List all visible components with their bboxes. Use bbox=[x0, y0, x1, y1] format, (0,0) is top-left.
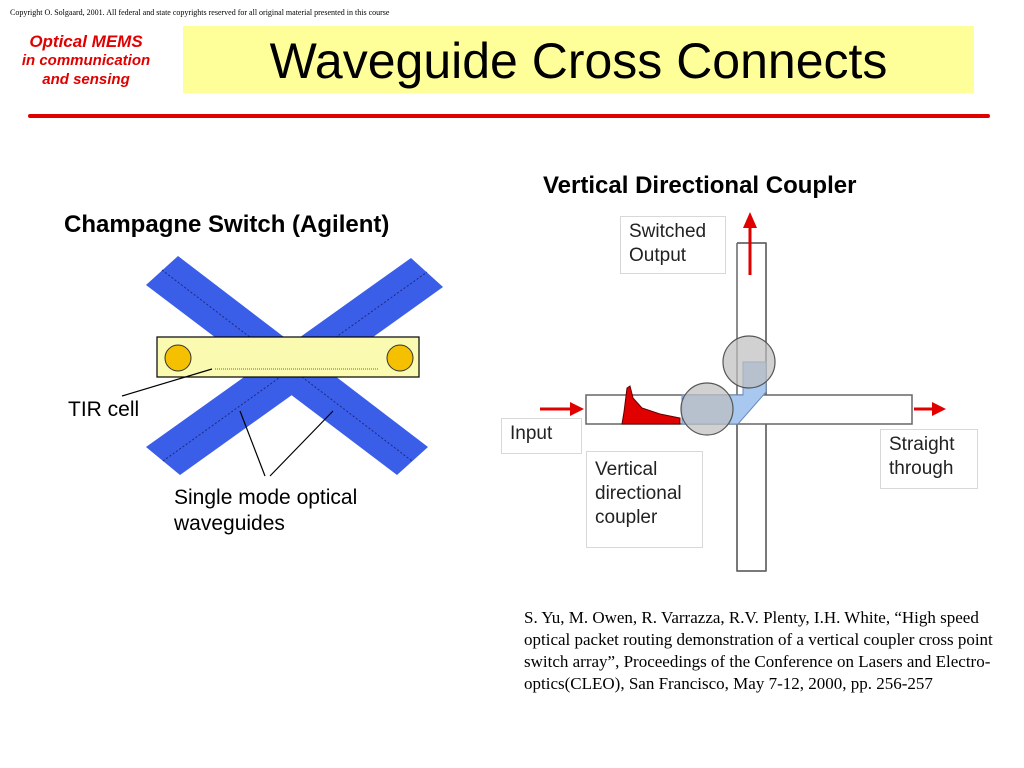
vertical-coupler-diagram bbox=[540, 212, 946, 572]
coupler-label-line3: coupler bbox=[595, 507, 658, 528]
copyright-notice: Copyright O. Solgaard, 2001. All federal… bbox=[10, 8, 390, 17]
coupler-label-line1: Vertical bbox=[595, 459, 658, 480]
champagne-switch-diagram bbox=[121, 256, 443, 477]
coupler-region-lower bbox=[680, 382, 734, 436]
switched-output-arrow-icon bbox=[743, 212, 757, 275]
coupler-label-line2: directional bbox=[595, 483, 682, 504]
champagne-switch-heading: Champagne Switch (Agilent) bbox=[64, 211, 390, 238]
tir-cell-pointer bbox=[121, 368, 213, 397]
switched-output-line2: Output bbox=[629, 245, 687, 266]
tir-cell-electrode-right bbox=[386, 344, 414, 372]
course-name: Optical MEMS in communication and sensin… bbox=[8, 32, 164, 89]
tir-cell bbox=[156, 336, 420, 378]
optical-pulse-icon bbox=[621, 385, 681, 425]
waveguide-pointer-1 bbox=[239, 410, 266, 477]
switched-output-label: Switched Output bbox=[620, 216, 726, 274]
title-banner: Waveguide Cross Connects bbox=[183, 26, 974, 93]
slide-title: Waveguide Cross Connects bbox=[269, 33, 888, 89]
tir-cell-electrode-left bbox=[164, 344, 192, 372]
course-name-line1: Optical MEMS bbox=[29, 32, 143, 51]
waveguide-pointer-2 bbox=[269, 410, 334, 477]
input-arrow-icon bbox=[540, 402, 584, 416]
course-name-line3: and sensing bbox=[42, 71, 130, 88]
straight-through-line2: through bbox=[889, 458, 954, 479]
switched-output-line1: Switched bbox=[629, 221, 707, 242]
straight-through-label: Straight through bbox=[880, 429, 978, 489]
vertical-coupler-heading: Vertical Directional Coupler bbox=[543, 172, 857, 199]
waveguide-label: Single mode optical waveguides bbox=[174, 485, 357, 537]
straight-through-line1: Straight bbox=[889, 434, 955, 455]
tir-cell-label: TIR cell bbox=[68, 398, 140, 421]
reference-citation: S. Yu, M. Owen, R. Varrazza, R.V. Plenty… bbox=[524, 608, 993, 693]
input-label: Input bbox=[501, 418, 582, 454]
waveguide-label-line1: Single mode optical bbox=[174, 486, 358, 509]
course-name-line2: in communication bbox=[21, 52, 151, 69]
coupler-label: Vertical directional coupler bbox=[586, 451, 703, 548]
waveguide-label-line2: waveguides bbox=[174, 512, 285, 535]
coupler-region-upper bbox=[722, 335, 776, 389]
output-arrow-icon bbox=[914, 402, 946, 416]
title-divider bbox=[28, 114, 990, 118]
